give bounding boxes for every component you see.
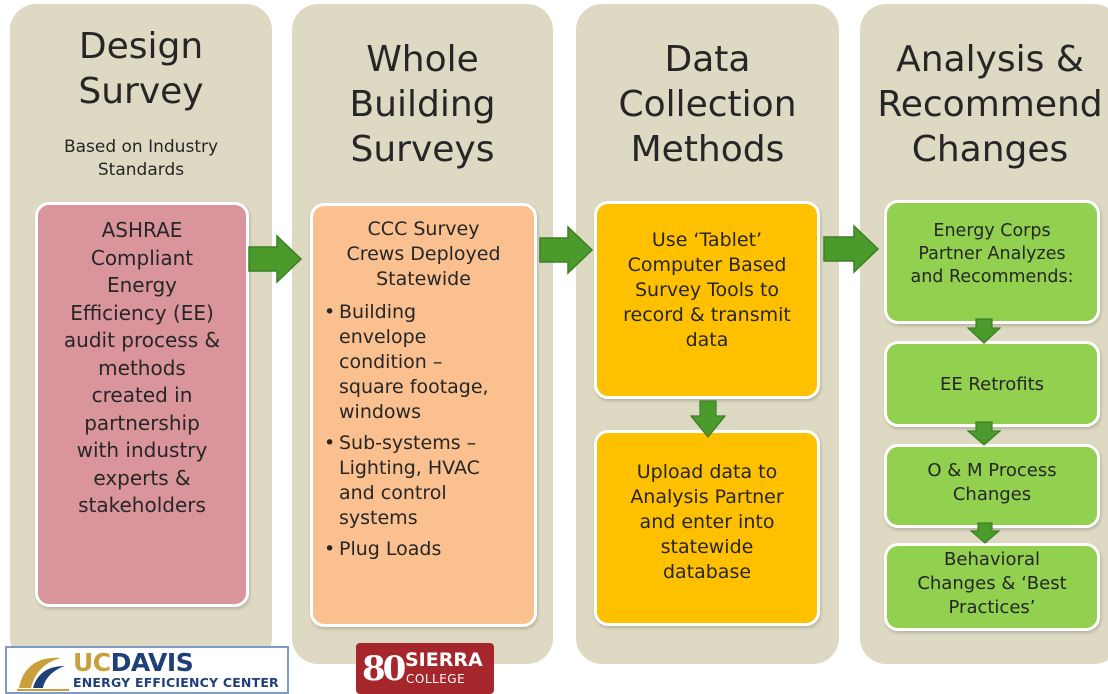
ucdavis-subtitle: ENERGY EFFICIENCY CENTER — [73, 675, 279, 690]
ucdavis-wordmark-uc: UC — [73, 648, 111, 677]
ee-retrofits-box: EE Retrofits — [884, 341, 1100, 427]
sierra-college-name: SIERRA — [405, 649, 483, 671]
ucdavis-swoosh-icon — [17, 657, 69, 691]
arrow-right-icon — [823, 224, 880, 274]
ashrae-audit-box: ASHRAE Compliant Energy Efficiency (EE) … — [35, 202, 249, 607]
ucdavis-wordmark-davis: DAVIS — [110, 648, 194, 677]
bullet-plug-loads: Plug Loads — [323, 537, 534, 562]
sierra-college-logo: 80 SIERRA COLLEGE — [356, 643, 494, 694]
tablet-survey-box: Use ‘Tablet’ Computer Based Survey Tools… — [594, 201, 820, 399]
survey-crews-box: CCC Survey Crews Deployed Statewide Buil… — [310, 203, 537, 627]
survey-crews-heading: CCC Survey Crews Deployed Statewide — [346, 218, 501, 290]
ashrae-audit-text: ASHRAE Compliant Energy Efficiency (EE) … — [63, 218, 221, 517]
om-process-text: O & M Process Changes — [927, 460, 1057, 505]
ucdavis-wordmark: UCDAVIS — [73, 648, 194, 677]
ee-retrofits-text: EE Retrofits — [939, 374, 1045, 395]
partner-analyzes-box: Energy Corps Partner Analyzes and Recomm… — [884, 200, 1100, 324]
behavioral-changes-box: Behavioral Changes & ‘Best Practices’ — [884, 543, 1100, 631]
arrow-down-icon — [967, 318, 1001, 344]
arrow-right-icon — [539, 225, 594, 275]
sierra-college-subtitle: COLLEGE — [406, 672, 466, 686]
arrow-right-icon — [248, 234, 303, 284]
om-process-box: O & M Process Changes — [884, 444, 1100, 528]
arrow-down-icon — [967, 421, 1001, 446]
column-whole-building-surveys: Whole Building Surveys CCC Survey Crews … — [292, 4, 553, 664]
partner-analyzes-text: Energy Corps Partner Analyzes and Recomm… — [910, 221, 1074, 287]
column-title: Analysis & Recommend Changes — [877, 39, 1103, 170]
column-title: Whole Building Surveys — [349, 39, 496, 170]
tablet-survey-text: Use ‘Tablet’ Computer Based Survey Tools… — [623, 229, 791, 351]
sierra-college-mark: 80 — [362, 649, 406, 689]
upload-data-text: Upload data to Analysis Partner and ente… — [630, 461, 784, 583]
column-title: Design Survey — [78, 26, 204, 112]
column-data-collection-methods: Data Collection Methods Use ‘Tablet’ Com… — [576, 4, 839, 664]
column-analysis-recommend: Analysis & Recommend Changes Energy Corp… — [860, 4, 1108, 664]
upload-data-box: Upload data to Analysis Partner and ente… — [594, 430, 820, 626]
bullet-building-envelope: Building envelope condition – square foo… — [323, 300, 534, 425]
column-design-survey: Design Survey Based on Industry Standard… — [10, 4, 272, 664]
ucdavis-energy-efficiency-center-logo: UCDAVIS ENERGY EFFICIENCY CENTER — [5, 646, 289, 694]
bullet-sub-systems: Sub-systems – Lighting, HVAC and control… — [323, 431, 534, 531]
column-subtitle: Based on Industry Standards — [63, 137, 219, 180]
column-title: Data Collection Methods — [618, 39, 797, 170]
behavioral-changes-text: Behavioral Changes & ‘Best Practices’ — [917, 549, 1067, 618]
arrow-down-icon — [690, 400, 726, 438]
survey-bullet-list: Building envelope condition – square foo… — [323, 300, 534, 562]
arrow-down-icon — [970, 522, 1000, 544]
